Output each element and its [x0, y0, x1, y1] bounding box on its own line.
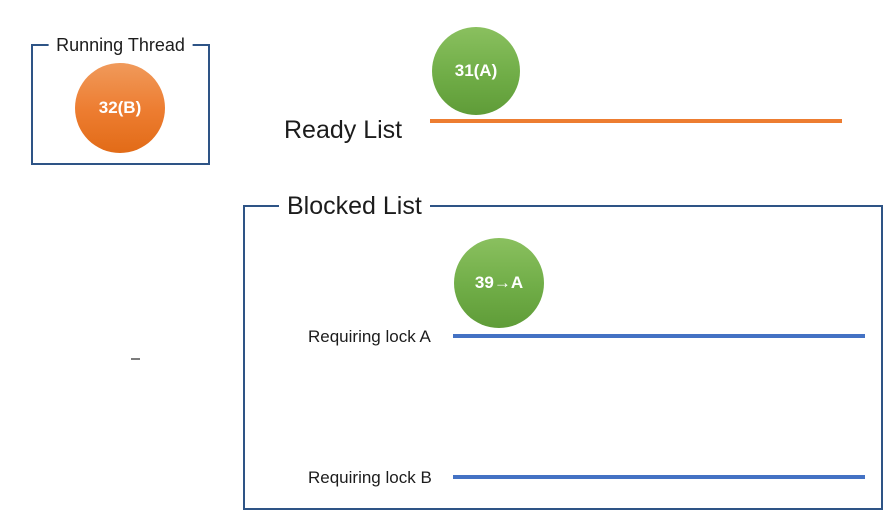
running-thread-title: Running Thread — [48, 35, 193, 55]
requiring-lock-b-line — [453, 475, 865, 479]
thread-circle-31a: 31(A) — [432, 27, 520, 115]
stray-dash — [131, 358, 140, 360]
running-thread-box: Running Thread — [31, 35, 210, 165]
ready-list-title: Ready List — [284, 116, 403, 144]
blocked-list-title: Blocked List — [279, 191, 430, 221]
blocked-list-box: Blocked List — [243, 191, 883, 510]
requiring-lock-a-line — [453, 334, 865, 338]
thread-circle-39a: 39→A — [454, 238, 544, 328]
thread-circle-32b: 32(B) — [75, 63, 165, 153]
thread-circle-32b-label: 32(B) — [98, 98, 142, 117]
thread-circle-39a-label: 39→A — [474, 273, 524, 292]
requiring-lock-a-label: Requiring lock A — [308, 327, 431, 346]
ready-list-line — [430, 119, 842, 123]
requiring-lock-b-label: Requiring lock B — [308, 468, 432, 487]
thread-circle-31a-label: 31(A) — [454, 61, 498, 80]
